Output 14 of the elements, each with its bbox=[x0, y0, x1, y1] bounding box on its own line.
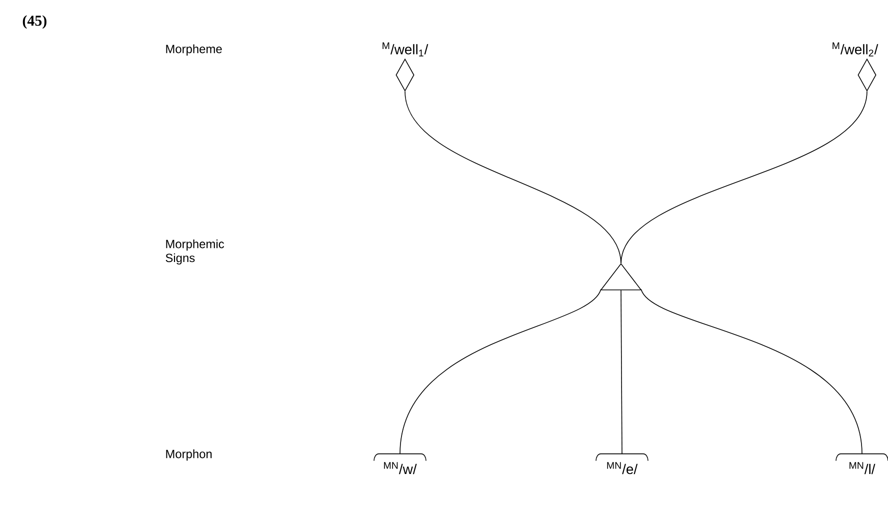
morphon-bracket: $^{MN}$/w/ bbox=[374, 453, 426, 474]
node-label: $^{M}$/well$_{2}$/ bbox=[832, 42, 878, 56]
level-label: Morphon bbox=[166, 449, 212, 461]
node-label: $^{M}$/well$_{1}$/ bbox=[382, 42, 428, 56]
connector-line bbox=[404, 91, 622, 264]
example-number: (45) bbox=[22, 15, 46, 29]
level-label: Morpheme bbox=[166, 44, 222, 56]
connector-line bbox=[400, 288, 602, 454]
morphon-bracket: $^{MN}$/l/ bbox=[836, 453, 888, 474]
connector-line bbox=[640, 288, 862, 454]
morphon-bracket: $^{MN}$/e/ bbox=[596, 453, 648, 474]
connector-line bbox=[620, 91, 868, 264]
level-label: Morphemic Signs bbox=[166, 239, 224, 265]
connector-line bbox=[620, 290, 622, 454]
